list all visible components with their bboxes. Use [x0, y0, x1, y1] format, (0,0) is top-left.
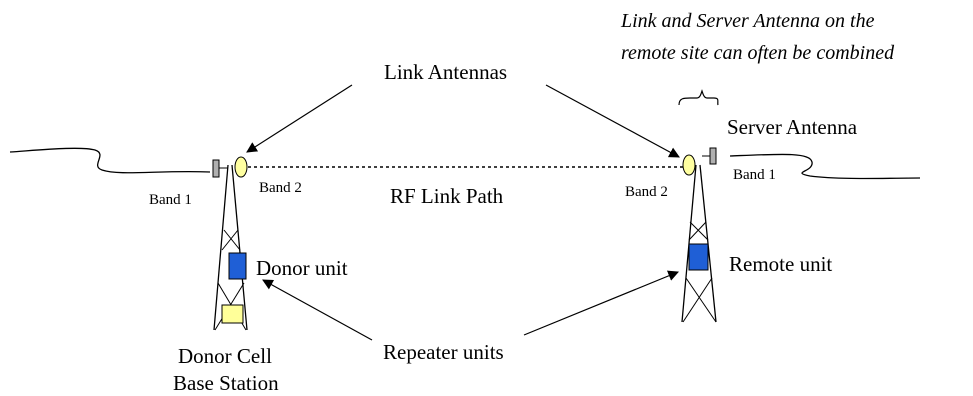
left-band1-label: Band 1: [149, 192, 192, 208]
remote-unit-box: [688, 243, 709, 271]
combined-antenna-brace: [678, 89, 719, 106]
base-station-box: [221, 304, 244, 324]
donor-link-antenna-icon: [234, 156, 248, 178]
remote-unit-label: Remote unit: [729, 252, 833, 276]
arrow-to-remote-antenna: [545, 84, 680, 158]
donor-unit-box: [228, 252, 247, 280]
donor-unit-label: Donor unit: [256, 256, 348, 280]
donor-cell-label-line-1: Donor Cell: [178, 344, 272, 368]
right-band1-label: Band 1: [733, 167, 776, 183]
right-wave-line: [729, 153, 921, 180]
donor-band1-antenna-icon: [212, 159, 220, 178]
repeater-units-label: Repeater units: [383, 340, 504, 364]
note-line-2: remote site can often be combined: [621, 42, 895, 64]
rf-link-path-label: RF Link Path: [390, 184, 504, 208]
remote-link-antenna-icon: [682, 154, 696, 176]
right-band2-label: Band 2: [625, 184, 668, 200]
link-antennas-label: Link Antennas: [384, 60, 508, 84]
arrow-to-donor-unit: [262, 279, 373, 341]
left-wave-line: [9, 147, 211, 174]
server-antenna-label: Server Antenna: [727, 115, 858, 139]
arrow-to-remote-unit: [523, 270, 679, 336]
donor-cell-label-line-2: Base Station: [173, 371, 279, 395]
left-band2-label: Band 2: [259, 180, 302, 196]
note-line-1: Link and Server Antenna on the: [621, 10, 875, 32]
server-antenna-icon: [709, 147, 717, 165]
arrow-to-donor-antenna: [246, 84, 353, 153]
